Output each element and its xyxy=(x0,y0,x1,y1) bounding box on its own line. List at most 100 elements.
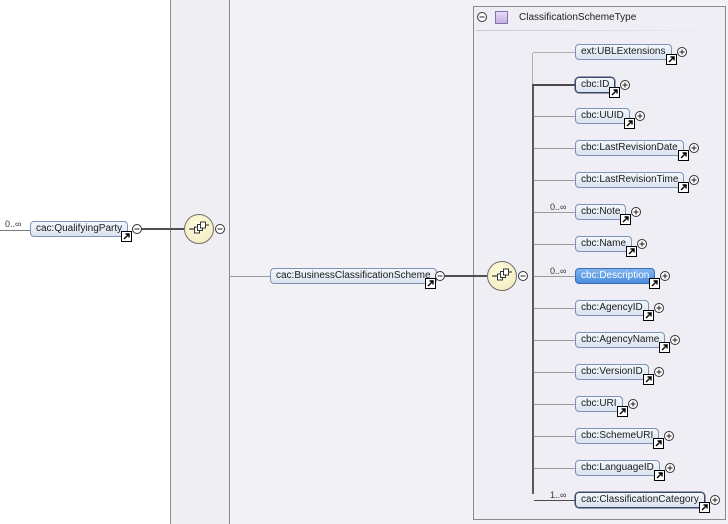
reference-arrow-icon xyxy=(617,406,628,417)
plus-icon xyxy=(635,111,645,121)
reference-arrow-icon xyxy=(659,342,670,353)
plus-icon xyxy=(689,143,699,153)
plus-icon xyxy=(660,271,670,281)
cbc-lastrevisiontime-node[interactable]: cbc:LastRevisionTime xyxy=(575,172,685,188)
expand-button[interactable] xyxy=(654,367,664,377)
expand-button[interactable] xyxy=(631,207,641,217)
type-collapse-button[interactable] xyxy=(477,12,487,22)
child-branch-line xyxy=(534,180,575,181)
expand-button[interactable] xyxy=(654,303,664,313)
plus-icon xyxy=(628,399,638,409)
child-branch-line xyxy=(534,340,575,341)
type-title: ClassificationSchemeType xyxy=(519,12,637,23)
expand-button[interactable] xyxy=(689,175,699,185)
expand-button[interactable] xyxy=(664,431,674,441)
cbc-note-node[interactable]: cbc:Note xyxy=(575,204,627,220)
sequence-compositor-icon[interactable] xyxy=(184,214,214,244)
qualifying-party-label: cac:QualifyingParty xyxy=(36,223,123,234)
children-trunk-line xyxy=(532,86,534,494)
cbc-description-node[interactable]: cbc:Description xyxy=(575,268,656,284)
reference-arrow-icon xyxy=(620,214,631,225)
cbc-uri-node[interactable]: cbc:URI xyxy=(575,396,623,412)
child-branch-line xyxy=(534,244,575,245)
qualifying-party-node[interactable]: cac:QualifyingParty xyxy=(30,221,129,237)
cbc-agencyid-label: cbc:AgencyID xyxy=(581,302,643,313)
expand-button[interactable] xyxy=(677,47,687,57)
child-branch-line xyxy=(534,500,575,501)
cbc-schemeuri-node[interactable]: cbc:SchemeURI xyxy=(575,428,660,444)
expand-button[interactable] xyxy=(665,463,675,473)
expand-button[interactable] xyxy=(637,239,647,249)
plus-icon xyxy=(664,431,674,441)
left-node-cardinality: 0..∞ xyxy=(5,219,22,229)
child-branch-line xyxy=(534,308,575,309)
plus-icon xyxy=(710,495,720,505)
sequence-collapse-button[interactable] xyxy=(215,224,225,234)
expand-button[interactable] xyxy=(660,271,670,281)
reference-arrow-icon xyxy=(678,150,689,161)
reference-arrow-icon xyxy=(643,310,654,321)
cbc-agencyid-node[interactable]: cbc:AgencyID xyxy=(575,300,649,316)
reference-arrow-icon xyxy=(666,54,677,65)
child-branch-line xyxy=(534,436,575,437)
plus-icon xyxy=(637,239,647,249)
expand-button[interactable] xyxy=(689,143,699,153)
cbc-agencyname-label: cbc:AgencyName xyxy=(581,334,660,345)
expand-button[interactable] xyxy=(628,399,638,409)
sequence-compositor-icon[interactable] xyxy=(487,261,517,291)
child-branch-line xyxy=(534,148,575,149)
plus-icon xyxy=(677,47,687,57)
expand-button[interactable] xyxy=(620,80,630,90)
cbc-schemeuri-label: cbc:SchemeURI xyxy=(581,430,654,441)
cbc-uuid-label: cbc:UUID xyxy=(581,110,624,121)
reference-arrow-icon xyxy=(643,374,654,385)
business-classification-scheme-collapse-button[interactable] xyxy=(435,271,445,281)
middle-column-panel xyxy=(170,0,230,524)
cbc-name-node[interactable]: cbc:Name xyxy=(575,236,633,252)
reference-arrow-icon xyxy=(425,278,436,289)
expand-button[interactable] xyxy=(670,335,680,345)
type-header-divider xyxy=(476,30,721,31)
cbc-lastrevisiondate-node[interactable]: cbc:LastRevisionDate xyxy=(575,140,684,156)
reference-arrow-icon xyxy=(626,246,637,257)
qualifying-party-collapse-button[interactable] xyxy=(132,224,142,234)
cbc-uuid-node[interactable]: cbc:UUID xyxy=(575,108,630,124)
scheme-sequence-connector xyxy=(445,275,487,277)
cbc-description-label: cbc:Description xyxy=(581,270,650,281)
plus-icon xyxy=(689,175,699,185)
cac-classificationcategory-node[interactable]: cac:ClassificationCategory xyxy=(575,492,705,508)
plus-icon xyxy=(665,463,675,473)
reference-arrow-icon xyxy=(121,231,132,242)
cbc-versionid-label: cbc:VersionID xyxy=(581,366,643,377)
ext-ublextensions-label: ext:UBLExtensions xyxy=(581,46,666,57)
child-branch-line xyxy=(534,116,575,117)
left-input-connector xyxy=(0,230,30,231)
child-cardinality: 0..∞ xyxy=(550,202,567,212)
sequence-collapse-button[interactable] xyxy=(518,271,528,281)
cbc-languageid-node[interactable]: cbc:LanguageID xyxy=(575,460,660,476)
qualifying-party-sequence-connector xyxy=(142,228,184,230)
cbc-lastrevisiondate-label: cbc:LastRevisionDate xyxy=(581,142,678,153)
cbc-note-label: cbc:Note xyxy=(581,206,621,217)
plus-icon xyxy=(654,367,664,377)
child-branch-line xyxy=(534,276,575,277)
ext-ublextensions-node[interactable]: ext:UBLExtensions xyxy=(575,44,672,60)
cbc-versionid-node[interactable]: cbc:VersionID xyxy=(575,364,649,380)
expand-button[interactable] xyxy=(635,111,645,121)
reference-arrow-icon xyxy=(678,182,689,193)
child-branch-line xyxy=(534,468,575,469)
middle-node-connector xyxy=(230,276,270,277)
cbc-name-label: cbc:Name xyxy=(581,238,627,249)
reference-arrow-icon xyxy=(609,87,620,98)
reference-arrow-icon xyxy=(624,118,635,129)
ext-branch-line xyxy=(533,52,575,53)
cbc-agencyname-node[interactable]: cbc:AgencyName xyxy=(575,332,666,348)
business-classification-scheme-node[interactable]: cac:BusinessClassificationScheme xyxy=(270,268,437,284)
child-branch-line xyxy=(534,372,575,373)
business-classification-scheme-label: cac:BusinessClassificationScheme xyxy=(276,270,431,281)
reference-arrow-icon xyxy=(649,278,660,289)
cbc-id-node[interactable]: cbc:ID xyxy=(575,77,616,93)
child-cardinality: 0..∞ xyxy=(550,266,567,276)
child-branch-line xyxy=(534,404,575,405)
expand-button[interactable] xyxy=(710,495,720,505)
